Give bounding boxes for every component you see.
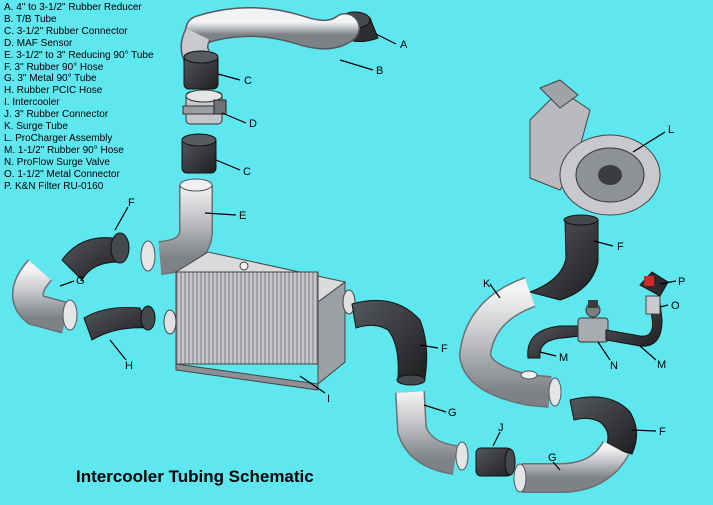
callout-c-upper: C <box>244 75 252 87</box>
maf-sensor-d <box>182 89 227 125</box>
legend-item: C. 3-1/2" Rubber Connector <box>4 25 128 37</box>
legend-item: P. K&N Filter RU-0160 <box>4 180 104 192</box>
callout-f-left: F <box>128 197 135 209</box>
surge-tube-k <box>458 276 562 408</box>
metal-tube-g3 <box>513 440 630 493</box>
callout-l: L <box>668 124 674 136</box>
callout-n: N <box>610 360 618 372</box>
rubber-hose-f2 <box>351 299 428 386</box>
legend-item: N. ProFlow Surge Valve <box>4 156 110 168</box>
legend-item: D. MAF Sensor <box>4 37 73 49</box>
callout-c-lower: C <box>243 166 251 178</box>
legend-item: B. T/B Tube <box>4 13 57 25</box>
surge-valve-n <box>577 300 609 343</box>
callout-p: P <box>678 276 685 288</box>
metal-tube-g2 <box>395 391 469 475</box>
kn-filter-p <box>639 271 669 297</box>
callout-labels: A B C D C E F G H I F G J K L F P O M N … <box>76 39 685 464</box>
callout-i: I <box>327 393 330 405</box>
callout-g-lower-right: G <box>548 452 557 464</box>
legend-item: M. 1-1/2" Rubber 90° Hose <box>4 144 124 156</box>
callout-f-lower-right: F <box>659 426 666 438</box>
procharger-assembly-l <box>529 79 661 216</box>
callout-b: B <box>376 65 383 77</box>
legend-item: F. 3" Rubber 90° Hose <box>4 61 104 73</box>
metal-connector-o <box>645 295 661 315</box>
rubber-connector-c2 <box>181 133 217 174</box>
callout-m-left: M <box>559 352 568 364</box>
callout-d: D <box>249 118 257 130</box>
callout-e: E <box>239 210 246 222</box>
callout-a: A <box>400 39 408 51</box>
callout-h: H <box>125 360 133 372</box>
callout-m-right: M <box>657 359 666 371</box>
metal-tube-g1 <box>12 259 78 334</box>
callout-g-mid: G <box>448 407 457 419</box>
rubber-connector-c1 <box>183 50 219 90</box>
legend-item: G. 3" Metal 90° Tube <box>4 73 97 85</box>
rubber-hose-f1 <box>61 232 130 281</box>
diagram-caption: Intercooler Tubing Schematic <box>76 467 314 486</box>
legend-item: J. 3" Rubber Connector <box>4 109 109 121</box>
parts-legend: A. 4" to 3-1/2" Rubber Reducer B. T/B Tu… <box>4 2 154 193</box>
callout-f-upper-right: F <box>617 241 624 253</box>
callout-leaders <box>59 33 677 471</box>
rubber-connector-j <box>475 447 516 477</box>
legend-item: A. 4" to 3-1/2" Rubber Reducer <box>4 2 142 13</box>
pcic-hose-h <box>83 305 156 341</box>
legend-item: L. ProCharger Assembly <box>4 132 113 144</box>
intercooler-i <box>163 251 356 391</box>
legend-item: I. Intercooler <box>4 97 60 109</box>
legend-item: O. 1-1/2" Metal Connector <box>4 168 120 180</box>
callout-f-mid: F <box>441 343 448 355</box>
legend-item: H. Rubber PCIC Hose <box>4 85 103 97</box>
reducing-tube-e <box>140 178 213 275</box>
callout-k: K <box>483 278 491 290</box>
rubber-hose-f3 <box>528 214 599 301</box>
callout-g-left: G <box>76 275 85 287</box>
small-hose-m1 <box>527 325 581 359</box>
legend-item: E. 3-1/2" to 3" Reducing 90° Tube <box>4 49 154 61</box>
legend-item: K. Surge Tube <box>4 121 68 133</box>
callout-o: O <box>671 300 680 312</box>
callout-j: J <box>498 422 504 434</box>
